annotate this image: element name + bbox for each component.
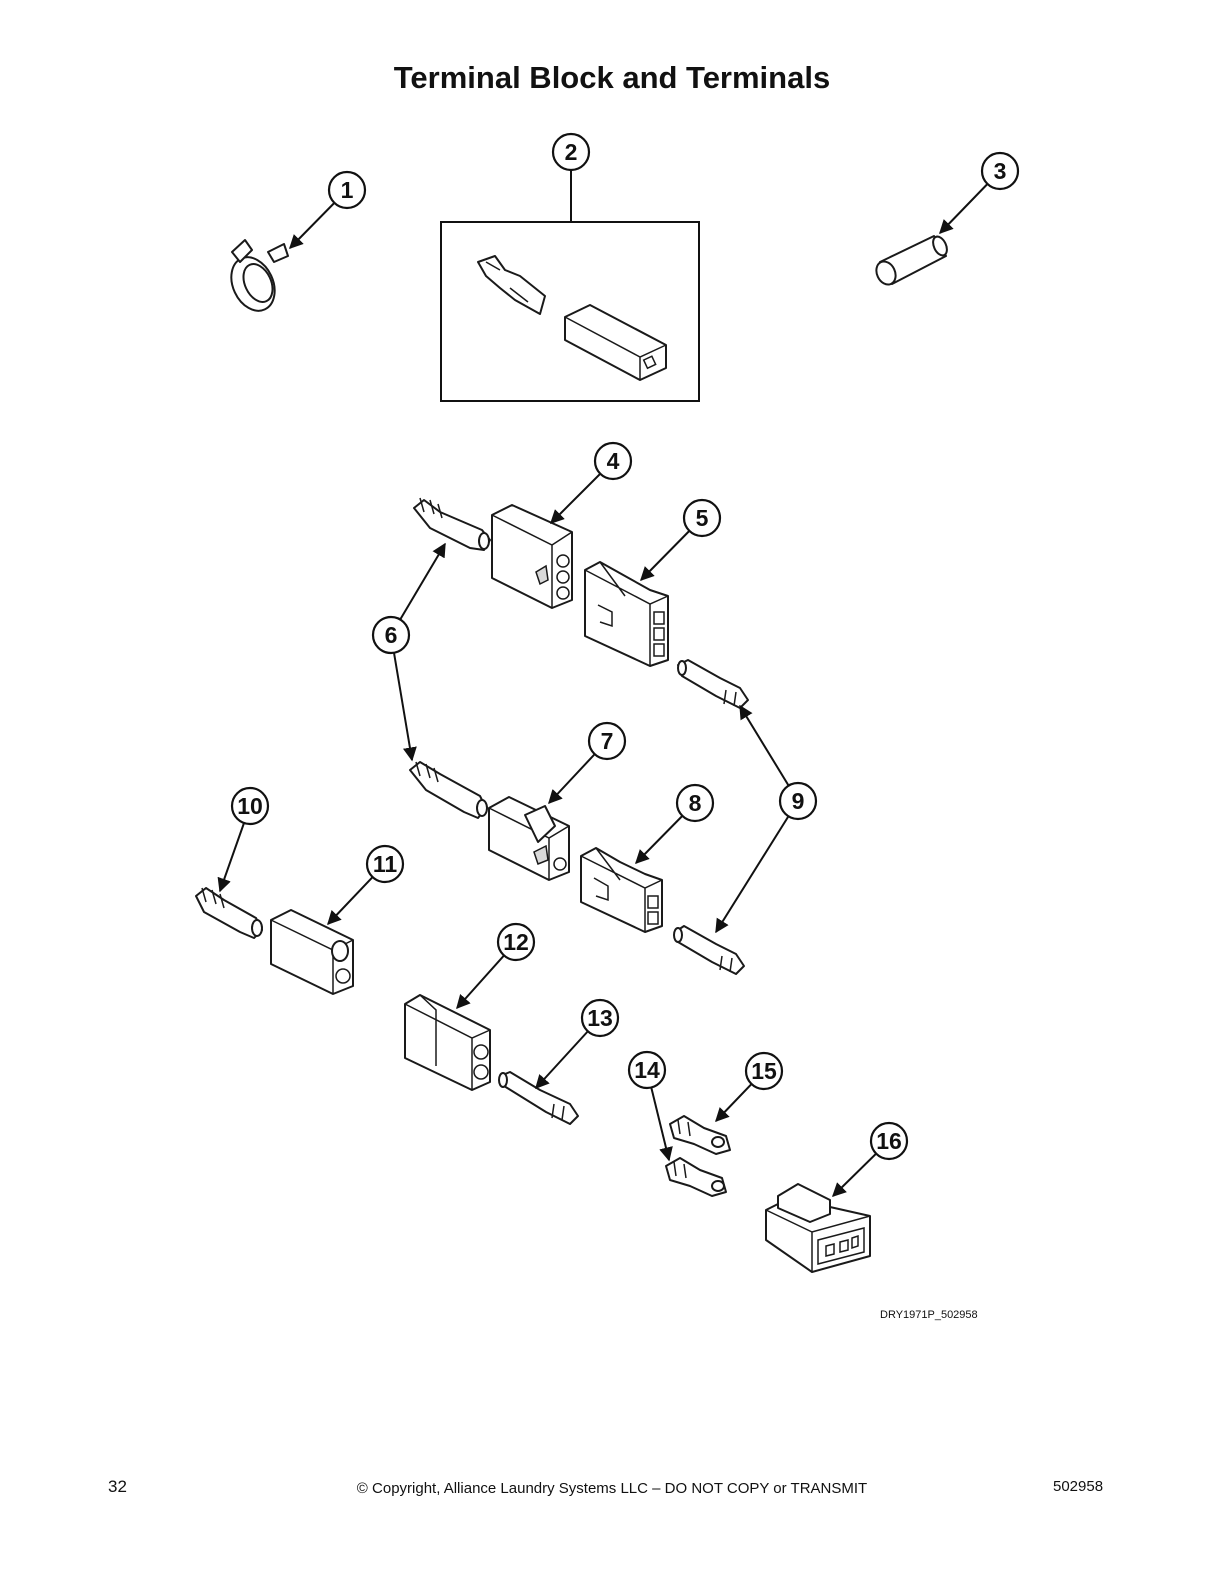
svg-text:14: 14 [634,1057,660,1083]
svg-text:2: 2 [565,139,578,165]
callout-16: 16 [869,1121,909,1161]
flag-terminal-15 [669,1115,731,1155]
receptacle-3way-part [584,561,669,667]
svg-text:7: 7 [601,728,614,754]
figure-id: DRY1971P_502958 [880,1309,978,1321]
svg-text:10: 10 [237,793,263,819]
clamp-part [230,239,289,312]
sleeve-part [875,235,948,286]
leader-lines [217,152,1001,1197]
callout-1: 1 [327,170,367,210]
callout-3: 3 [980,151,1020,191]
svg-text:1: 1 [341,177,354,203]
callout-12: 12 [496,922,536,962]
socket-terminal-lower [673,925,745,975]
copyright-notice: © Copyright, Alliance Laundry Systems LL… [356,1480,868,1497]
document-number: 502958 [1053,1478,1104,1495]
svg-text:5: 5 [696,505,709,531]
callout-11: 11 [365,844,405,884]
svg-text:3: 3 [994,158,1007,184]
svg-text:8: 8 [689,790,702,816]
callout-4: 4 [593,441,633,481]
callout-8: 8 [675,783,715,823]
callout-15: 15 [744,1051,784,1091]
housing-3way-part [491,504,573,609]
socket-terminal-upper [677,659,749,709]
callout-14: 14 [627,1050,667,1090]
housing-2way-part [488,796,570,881]
receptacle-2way-part [580,847,663,933]
pin-part [498,1071,579,1125]
callout-2: 2 [551,132,591,172]
callout-13: 13 [580,998,620,1038]
svg-text:6: 6 [385,622,398,648]
pin-terminal-lower [409,761,488,819]
callout-6: 6 [371,615,411,655]
callout-5: 5 [682,498,722,538]
terminal-kit-box [440,221,700,402]
svg-text:16: 16 [876,1128,902,1154]
callout-10: 10 [230,786,270,826]
svg-text:4: 4 [607,448,620,474]
svg-text:15: 15 [751,1058,777,1084]
svg-text:13: 13 [587,1005,613,1031]
page-title: Terminal Block and Terminals [393,60,831,95]
svg-text:11: 11 [373,851,398,877]
plug-2way-part [404,994,491,1091]
pin-terminal-part [195,887,263,939]
pin-terminal-upper [413,497,491,551]
svg-text:12: 12 [503,929,529,955]
latched-housing-part [765,1183,871,1273]
callout-9: 9 [778,781,818,821]
housing-1way-part [270,909,354,995]
svg-text:9: 9 [792,788,805,814]
callout-7: 7 [587,721,627,761]
page-number: 32 [108,1477,127,1496]
flag-terminal-14 [665,1157,727,1197]
